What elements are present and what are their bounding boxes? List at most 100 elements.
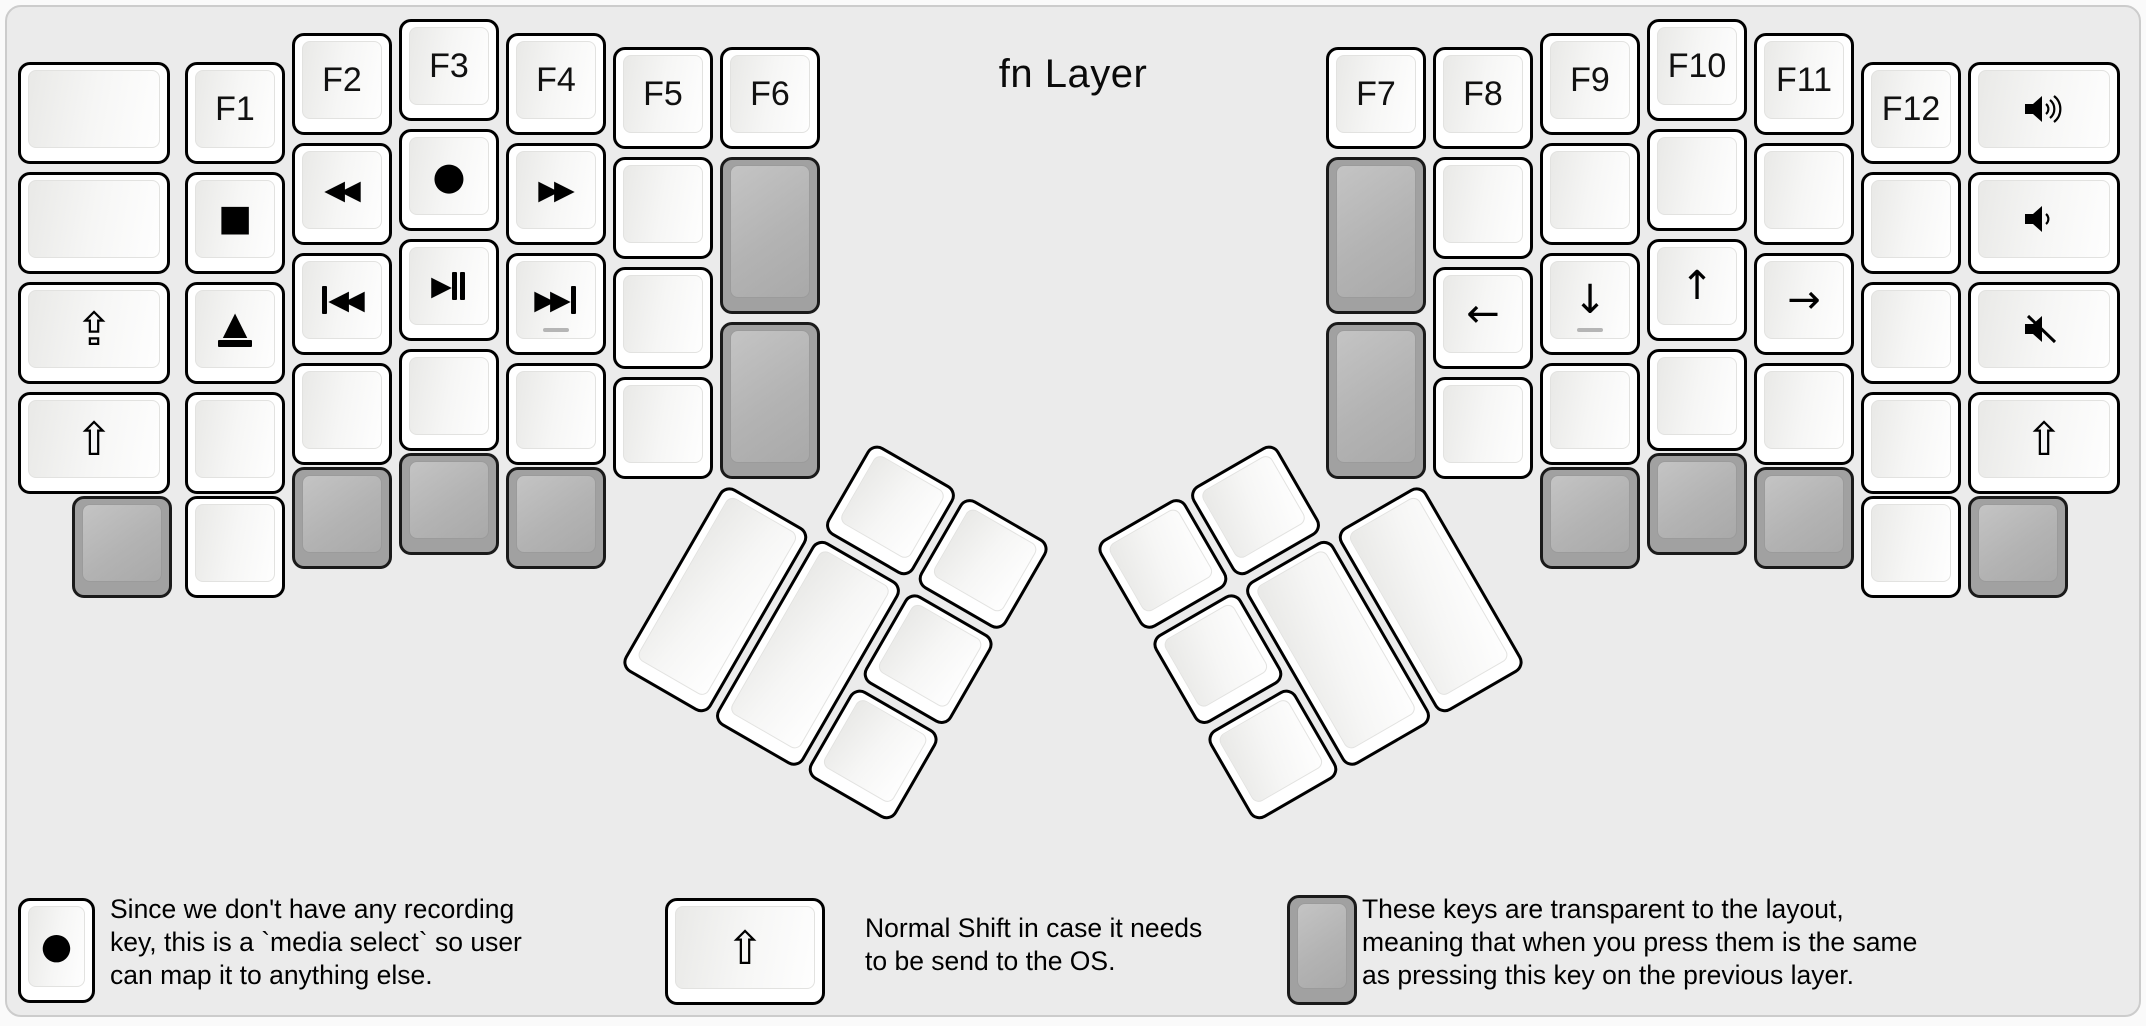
homing-bar bbox=[1577, 328, 1603, 332]
key-label: F12 bbox=[1881, 89, 1941, 128]
key-r-inner-transparent-2[interactable] bbox=[1326, 322, 1426, 479]
keycap-face bbox=[730, 330, 810, 463]
key-r-c4-r2[interactable] bbox=[1540, 143, 1640, 245]
keycap-face bbox=[1764, 371, 1844, 449]
keycap-face bbox=[1978, 70, 2110, 148]
key-r-c1-r2[interactable] bbox=[1861, 172, 1961, 274]
keycap-face: ◀◀ bbox=[302, 261, 382, 339]
keycap-face bbox=[195, 400, 275, 478]
legend-line: to be send to the OS. bbox=[865, 946, 1116, 976]
key-l-c4-bottom[interactable] bbox=[506, 467, 606, 569]
key-l-c3-r4[interactable] bbox=[399, 349, 499, 451]
key-l-c5-r3[interactable] bbox=[613, 267, 713, 369]
key-l-c5-r2[interactable] bbox=[613, 157, 713, 259]
key-r-c5-r2[interactable] bbox=[1433, 157, 1533, 259]
key-r-c0-bottom[interactable] bbox=[1968, 496, 2068, 598]
key-l-c4-r4[interactable] bbox=[506, 363, 606, 465]
legend-line: as pressing this key on the previous lay… bbox=[1362, 960, 1854, 990]
key-l-c3-bottom[interactable] bbox=[399, 453, 499, 555]
keycap-face: F9 bbox=[1550, 41, 1630, 119]
key-label: F10 bbox=[1667, 46, 1727, 85]
key-l-c1-bottom[interactable] bbox=[185, 496, 285, 598]
key-f12[interactable]: F12 bbox=[1861, 62, 1961, 164]
keycap-face: ← bbox=[1443, 275, 1523, 353]
keycap-face: ↓ bbox=[1550, 261, 1630, 339]
key-f10[interactable]: F10 bbox=[1647, 19, 1747, 121]
key-f11[interactable]: F11 bbox=[1754, 33, 1854, 135]
eject-icon: ▲ bbox=[218, 307, 252, 347]
keycap-face bbox=[1657, 137, 1737, 215]
key-r-inner-transparent-1[interactable] bbox=[1326, 157, 1426, 314]
key-volume-up[interactable] bbox=[1968, 62, 2120, 164]
key-f3[interactable]: F3 bbox=[399, 19, 499, 121]
key-volume-mute[interactable] bbox=[1968, 282, 2120, 384]
key-r-c4-bottom[interactable] bbox=[1540, 467, 1640, 569]
keycap-face bbox=[623, 385, 703, 463]
key-r-c1-r4[interactable] bbox=[1861, 392, 1961, 494]
key-l-c0-bottom[interactable] bbox=[72, 496, 172, 598]
keycap-face: F12 bbox=[1871, 70, 1951, 148]
key-r-c2-bottom[interactable] bbox=[1754, 467, 1854, 569]
key-media-record[interactable]: ● bbox=[399, 129, 499, 231]
key-f2[interactable]: F2 bbox=[292, 33, 392, 135]
key-f6[interactable]: F6 bbox=[720, 47, 820, 149]
key-label: F3 bbox=[429, 46, 469, 85]
keycap-face bbox=[623, 165, 703, 243]
key-shift-right[interactable]: ⇧ bbox=[1968, 392, 2120, 494]
key-eject[interactable]: ▲ bbox=[185, 282, 285, 384]
key-l-c2-r4[interactable] bbox=[292, 363, 392, 465]
key-r-c1-r3[interactable] bbox=[1861, 282, 1961, 384]
keycap-face bbox=[730, 165, 810, 298]
key-media-prev-track[interactable]: ◀◀ bbox=[292, 253, 392, 355]
keycap-face: F3 bbox=[409, 27, 489, 105]
key-l-c5-r4[interactable] bbox=[613, 377, 713, 479]
key-l-c1-r4[interactable] bbox=[185, 392, 285, 494]
key-label: F4 bbox=[536, 60, 576, 99]
key-arrow-up[interactable]: ↑ bbox=[1647, 239, 1747, 341]
voldown-icon bbox=[2021, 201, 2067, 237]
key-arrow-down[interactable]: ↓ bbox=[1540, 253, 1640, 355]
key-r-c5-r4[interactable] bbox=[1433, 377, 1533, 479]
key-r-c3-bottom[interactable] bbox=[1647, 453, 1747, 555]
key-shift-left[interactable]: ⇧ bbox=[18, 392, 170, 494]
prev-icon: ◀◀ bbox=[322, 286, 365, 314]
key-caps-lock[interactable]: ⇪ bbox=[18, 282, 170, 384]
key-f8[interactable]: F8 bbox=[1433, 47, 1533, 149]
key-media-stop[interactable]: ■ bbox=[185, 172, 285, 274]
keycap-face: F10 bbox=[1657, 27, 1737, 105]
key-f4[interactable]: F4 bbox=[506, 33, 606, 135]
keycap-face: ◀◀ bbox=[302, 151, 382, 229]
key-media-rewind[interactable]: ◀◀ bbox=[292, 143, 392, 245]
legend-text-normal-shift: Normal Shift in case it needs to be send… bbox=[865, 912, 1202, 978]
key-r-c4-r4[interactable] bbox=[1540, 363, 1640, 465]
key-r-c2-r4[interactable] bbox=[1754, 363, 1854, 465]
key-r-c3-r2[interactable] bbox=[1647, 129, 1747, 231]
key-f5[interactable]: F5 bbox=[613, 47, 713, 149]
key-l-inner-transparent-2[interactable] bbox=[720, 322, 820, 479]
key-arrow-right[interactable]: → bbox=[1754, 253, 1854, 355]
keycap-face bbox=[516, 475, 596, 553]
key-r-c1-bottom[interactable] bbox=[1861, 496, 1961, 598]
key-l-c0-r2[interactable] bbox=[18, 172, 170, 274]
key-l-c0-r1[interactable] bbox=[18, 62, 170, 164]
keycap-face bbox=[1443, 385, 1523, 463]
key-label: F6 bbox=[750, 74, 790, 113]
keycap-face bbox=[28, 180, 160, 258]
key-f7[interactable]: F7 bbox=[1326, 47, 1426, 149]
playpause-icon: ▶ bbox=[431, 272, 465, 300]
key-media-next-track[interactable]: ▶▶ bbox=[506, 253, 606, 355]
key-volume-down[interactable] bbox=[1968, 172, 2120, 274]
volup-icon bbox=[2021, 91, 2067, 127]
key-l-inner-transparent-1[interactable] bbox=[720, 157, 820, 314]
legend-key-shift: ⇧ bbox=[665, 898, 825, 1005]
key-r-c2-r2[interactable] bbox=[1754, 143, 1854, 245]
key-l-c2-bottom[interactable] bbox=[292, 467, 392, 569]
key-f1[interactable]: F1 bbox=[185, 62, 285, 164]
key-label: F11 bbox=[1775, 60, 1833, 99]
key-f9[interactable]: F9 bbox=[1540, 33, 1640, 135]
arrow-left-icon: ← bbox=[1466, 291, 1500, 337]
key-media-fast-forward[interactable]: ▶▶ bbox=[506, 143, 606, 245]
key-arrow-left[interactable]: ← bbox=[1433, 267, 1533, 369]
key-media-play-pause[interactable]: ▶ bbox=[399, 239, 499, 341]
key-r-c3-r4[interactable] bbox=[1647, 349, 1747, 451]
